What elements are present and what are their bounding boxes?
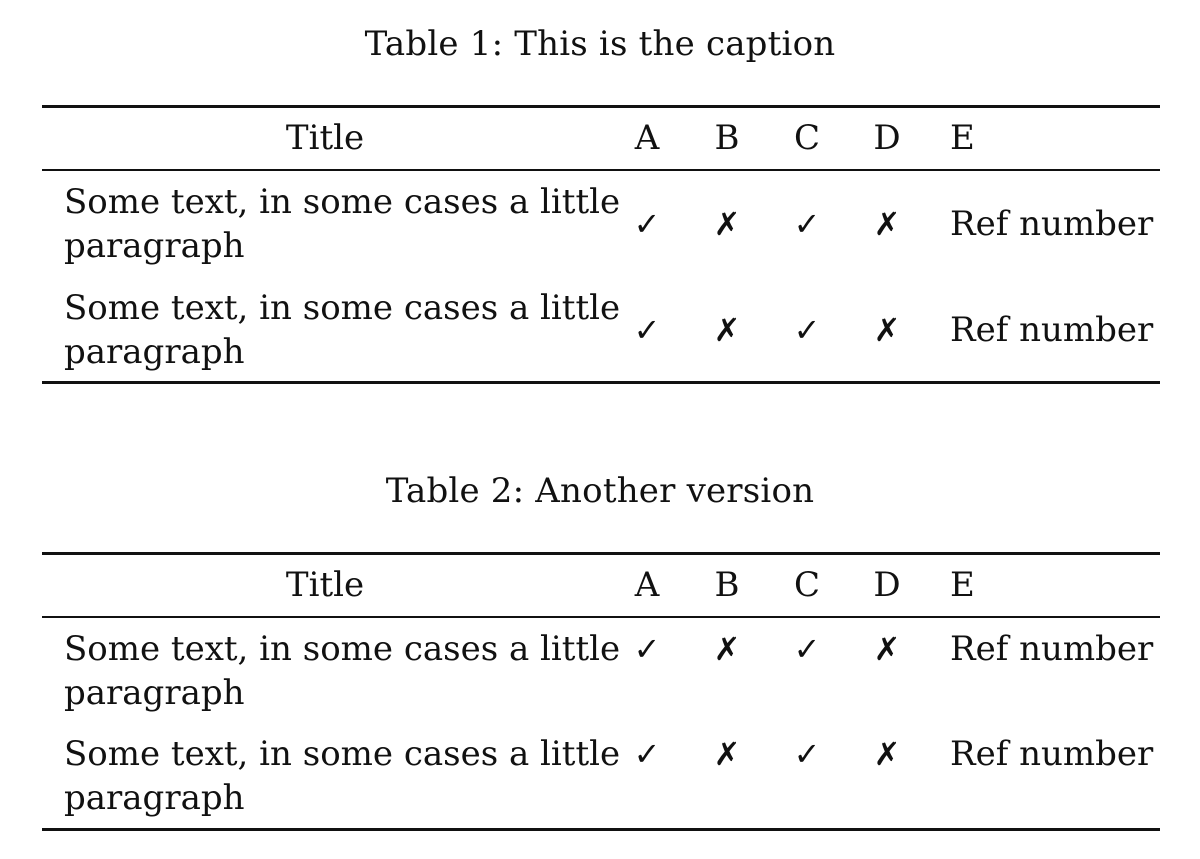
mid-rule <box>42 169 1160 171</box>
header-e: E <box>950 118 975 158</box>
header-c: C <box>793 565 820 605</box>
header-a: A <box>634 565 660 605</box>
check-icon: ✓ <box>793 311 821 349</box>
row-text-line: Some text, in some cases a little <box>64 182 621 222</box>
row-text-line: paragraph <box>64 778 245 818</box>
cross-icon: ✗ <box>873 311 901 349</box>
row-text-line: paragraph <box>64 226 245 266</box>
row-text-line: Some text, in some cases a little <box>64 629 621 669</box>
mid-rule <box>42 616 1160 618</box>
header-a: A <box>634 118 660 158</box>
header-b: B <box>714 565 740 605</box>
check-icon: ✓ <box>633 630 661 668</box>
bottom-rule <box>42 828 1160 831</box>
check-icon: ✓ <box>633 735 661 773</box>
table-caption: Table 1: This is the caption <box>364 24 836 64</box>
row-text-line: paragraph <box>64 673 245 713</box>
row-text-line: paragraph <box>64 332 245 372</box>
row-ref: Ref number <box>950 629 1154 669</box>
header-title: Title <box>285 118 365 158</box>
check-icon: ✓ <box>633 205 661 243</box>
header-c: C <box>793 118 820 158</box>
cross-icon: ✗ <box>873 735 901 773</box>
bottom-rule <box>42 381 1160 384</box>
row-text-line: Some text, in some cases a little <box>64 288 621 328</box>
row-ref: Ref number <box>950 310 1154 350</box>
cross-icon: ✗ <box>713 630 741 668</box>
cross-icon: ✗ <box>713 311 741 349</box>
row-ref: Ref number <box>950 734 1154 774</box>
cross-icon: ✗ <box>873 630 901 668</box>
cross-icon: ✗ <box>713 205 741 243</box>
top-rule <box>42 105 1160 108</box>
cross-icon: ✗ <box>713 735 741 773</box>
header-d: D <box>873 565 901 605</box>
check-icon: ✓ <box>793 630 821 668</box>
header-e: E <box>950 565 975 605</box>
top-rule <box>42 552 1160 555</box>
row-ref: Ref number <box>950 204 1154 244</box>
check-icon: ✓ <box>793 735 821 773</box>
check-icon: ✓ <box>633 311 661 349</box>
table-caption: Table 2: Another version <box>385 471 815 511</box>
row-text-line: Some text, in some cases a little <box>64 734 621 774</box>
cross-icon: ✗ <box>873 205 901 243</box>
header-d: D <box>873 118 901 158</box>
header-b: B <box>714 118 740 158</box>
check-icon: ✓ <box>793 205 821 243</box>
header-title: Title <box>285 565 365 605</box>
